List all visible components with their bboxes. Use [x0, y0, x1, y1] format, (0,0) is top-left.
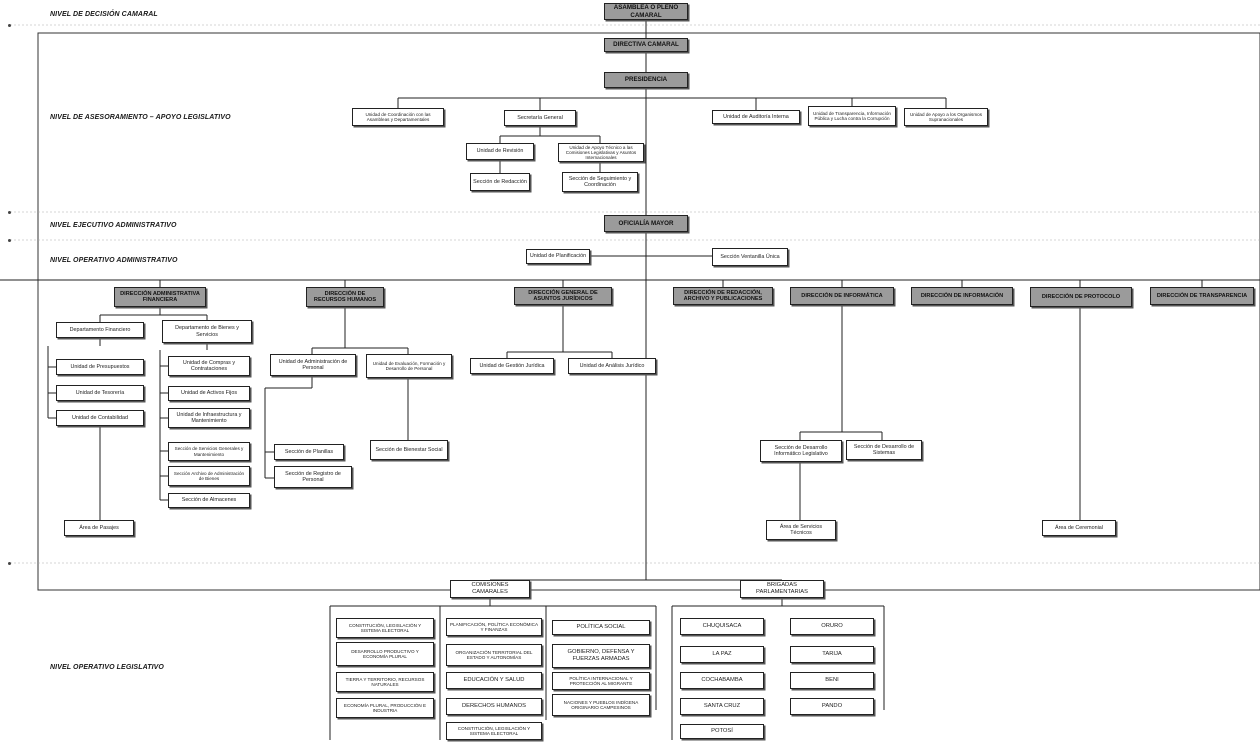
almacenes-box: Sección de Almacenes — [168, 493, 250, 508]
level-marker-dot — [8, 211, 11, 214]
commission-item: DERECHOS HUMANOS — [446, 698, 542, 715]
contabilidad-box: Unidad de Contabilidad — [56, 410, 144, 426]
direccion-informatica-box: DIRECCIÓN DE INFORMÁTICA — [790, 287, 894, 305]
seguimiento-box: Sección de Seguimiento y Coordinación — [562, 172, 638, 192]
transparencia-unit-box: Unidad de Transparencia, Información Púb… — [808, 106, 896, 126]
direccion-rrhh-box: DIRECCIÓN DE RECURSOS HUMANOS — [306, 287, 384, 307]
gestion-juridica-box: Unidad de Gestión Jurídica — [470, 358, 554, 374]
oficialia-box: OFICIALÍA MAYOR — [604, 215, 688, 232]
commission-item: CONSTITUCIÓN, LEGISLACIÓN Y SISTEMA ELEC… — [446, 722, 542, 740]
pasajes-box: Área de Pasajes — [64, 520, 134, 536]
infraestructura-box: Unidad de Infraestructura y Mantenimient… — [168, 408, 250, 428]
commission-item: POLÍTICA INTERNACIONAL Y PROTECCIÓN AL M… — [552, 672, 650, 690]
coordinacion-box: Unidad de Coordinación con las Asambleas… — [352, 108, 444, 126]
level-marker-dot — [8, 562, 11, 565]
level-advisory-label: NIVEL DE ASESORAMIENTO – APOYO LEGISLATI… — [50, 114, 231, 121]
direccion-juridicos-box: DIRECCIÓN GENERAL DE ASUNTOS JURÍDICOS — [514, 287, 612, 305]
commission-item: ORGANIZACIÓN TERRITORIAL DEL ESTADO Y AU… — [446, 644, 542, 666]
ceremonial-box: Área de Ceremonial — [1042, 520, 1116, 536]
planificacion-box: Unidad de Planificación — [526, 249, 590, 264]
redaccion-box: Sección de Redacción — [470, 173, 530, 191]
brigade-item: PANDO — [790, 698, 874, 715]
evaluacion-personal-box: Unidad de Evaluación, Formación y Desarr… — [366, 354, 452, 378]
commission-item: EDUCACIÓN Y SALUD — [446, 672, 542, 689]
commission-item: PLANIFICACIÓN, POLÍTICA ECONÓMICA Y FINA… — [446, 618, 542, 636]
tesoreria-box: Unidad de Tesorería — [56, 385, 144, 401]
compras-box: Unidad de Compras y Contrataciones — [168, 356, 250, 376]
level-marker-dot — [8, 24, 11, 27]
commission-item: GOBIERNO, DEFENSA Y FUERZAS ARMADAS — [552, 644, 650, 668]
commission-item: DESARROLLO PRODUCTIVO Y ECONOMÍA PLURAL — [336, 642, 434, 666]
level-executive-label: NIVEL EJECUTIVO ADMINISTRATIVO — [50, 222, 177, 229]
direccion-redaccion-box: DIRECCIÓN DE REDACCIÓN, ARCHIVO Y PUBLIC… — [673, 287, 773, 305]
apoyo-org-box: Unidad de Apoyo a los Organismos Suprana… — [904, 108, 988, 126]
brigade-item: LA PAZ — [680, 646, 764, 663]
ventanilla-box: Sección Ventanilla Única — [712, 248, 788, 266]
commission-item: NACIONES Y PUEBLOS INDÍGENA ORIGINARIO C… — [552, 694, 650, 716]
revision-box: Unidad de Revisión — [466, 143, 534, 160]
brigade-item: ORURO — [790, 618, 874, 635]
secretaria-box: Secretaría General — [504, 110, 576, 126]
desarrollo-legislativo-box: Sección de Desarrollo Informático Legisl… — [760, 440, 842, 462]
registro-box: Sección de Registro de Personal — [274, 466, 352, 488]
brigade-item: COCHABAMBA — [680, 672, 764, 689]
level-marker-dot — [8, 239, 11, 242]
analisis-juridico-box: Unidad de Análisis Jurídico — [568, 358, 656, 374]
brigade-item: SANTA CRUZ — [680, 698, 764, 715]
servicios-box: Sección de Servicios Generales y Manteni… — [168, 442, 250, 461]
servicios-tecnicos-box: Área de Servicios Técnicos — [766, 520, 836, 540]
activos-box: Unidad de Activos Fijos — [168, 386, 250, 401]
apoyo-tecnico-box: Unidad de Apoyo Técnico a las Comisiones… — [558, 143, 644, 162]
presupuestos-box: Unidad de Presupuestos — [56, 359, 144, 375]
brigade-item: CHUQUISACA — [680, 618, 764, 635]
level-operative-admin-label: NIVEL OPERATIVO ADMINISTRATIVO — [50, 257, 178, 264]
commission-item: TIERRA Y TERRITORIO, RECURSOS NATURALES — [336, 672, 434, 692]
directiva-box: DIRECTIVA CAMARAL — [604, 38, 688, 52]
commission-item: POLÍTICA SOCIAL — [552, 620, 650, 635]
brigade-item: TARIJA — [790, 646, 874, 663]
auditoria-box: Unidad de Auditoría Interna — [712, 110, 800, 124]
direccion-informacion-box: DIRECCIÓN DE INFORMACIÓN — [911, 287, 1013, 305]
direccion-transparencia-box: DIRECCIÓN DE TRANSPARENCIA — [1150, 287, 1254, 305]
asamblea-box: ASAMBLEA O PLENO CAMARAL — [604, 3, 688, 20]
financiero-box: Departamento Financiero — [56, 322, 144, 338]
level-decision-label: NIVEL DE DECISIÓN CAMARAL — [50, 11, 158, 18]
desarrollo-sistemas-box: Sección de Desarrollo de Sistemas — [846, 440, 922, 460]
brigadas-header: BRIGADAS PARLAMENTARIAS — [740, 580, 824, 598]
direccion-administrativa-box: DIRECCIÓN ADMINISTRATIVA FINANCIERA — [114, 287, 206, 307]
level-operative-leg-label: NIVEL OPERATIVO LEGISLATIVO — [50, 664, 164, 671]
presidencia-box: PRESIDENCIA — [604, 72, 688, 88]
commission-item: CONSTITUCIÓN, LEGISLACIÓN Y SISTEMA ELEC… — [336, 618, 434, 638]
bienestar-box: Sección de Bienestar Social — [370, 440, 448, 460]
bienes-box: Departamento de Bienes y Servicios — [162, 320, 252, 343]
direccion-protocolo-box: DIRECCIÓN DE PROTOCOLO — [1030, 287, 1132, 307]
brigade-item: POTOSÍ — [680, 724, 764, 739]
planillas-box: Sección de Planillas — [274, 444, 344, 460]
administracion-personal-box: Unidad de Administración de Personal — [270, 354, 356, 376]
archivo-admin-box: Sección Archivo de Administración de Bie… — [168, 466, 250, 486]
brigade-item: BENI — [790, 672, 874, 689]
commission-item: ECONOMÍA PLURAL, PRODUCCIÓN E INDUSTRIA — [336, 698, 434, 718]
comisiones-header: COMISIONES CAMARALES — [450, 580, 530, 598]
